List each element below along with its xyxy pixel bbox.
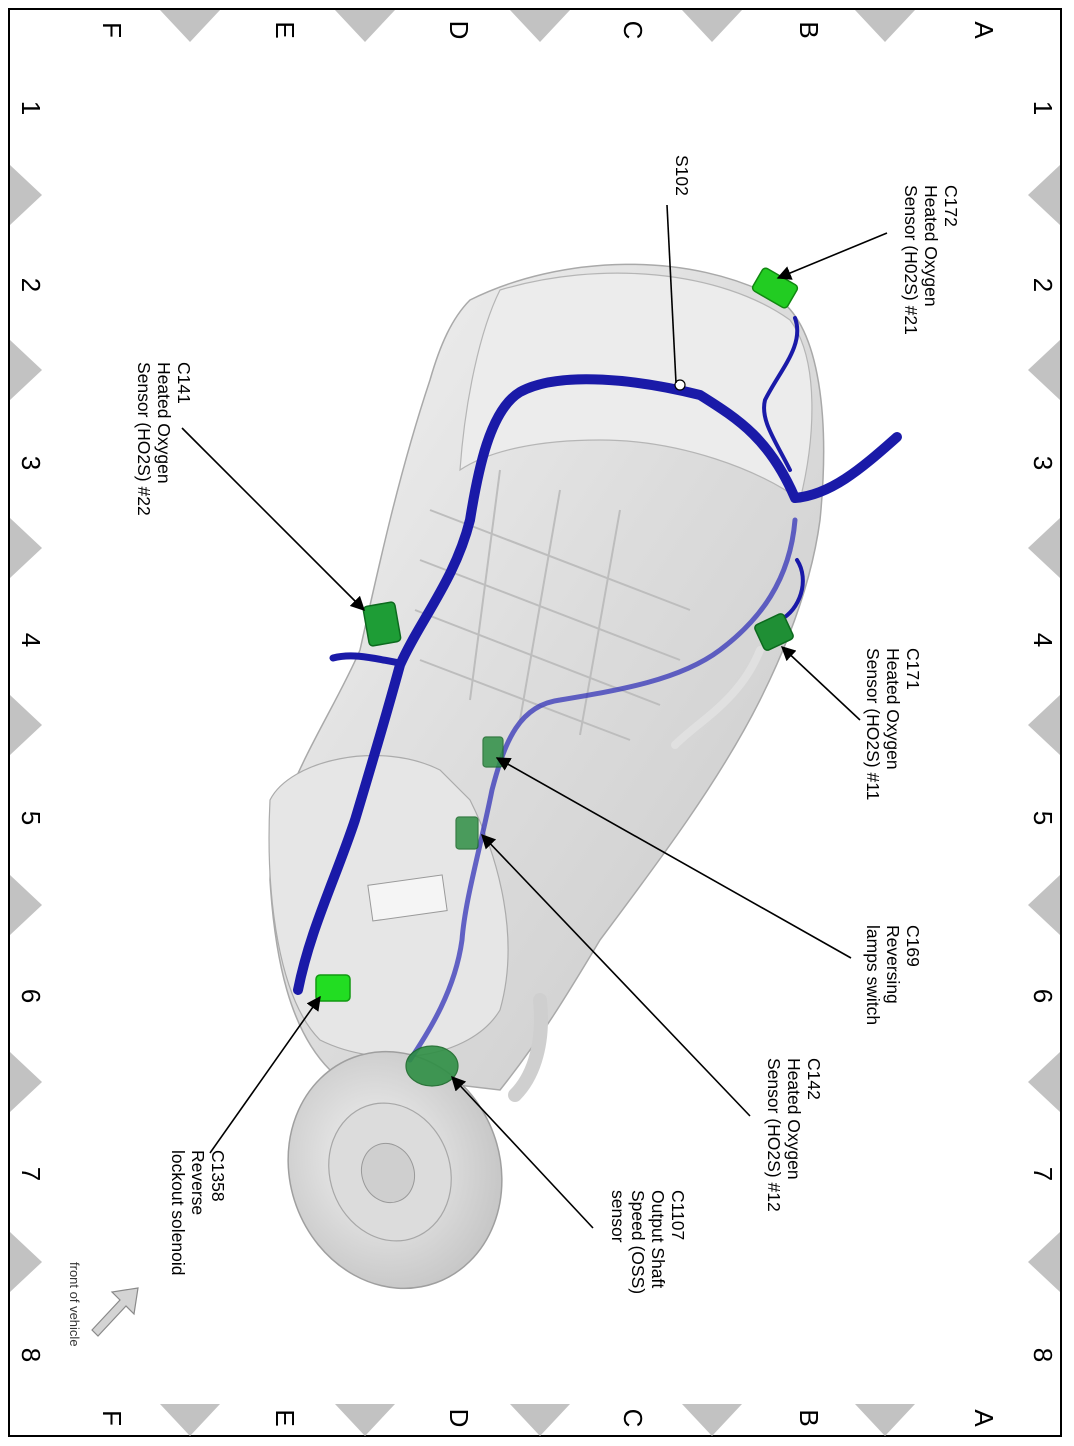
grid-letter: C xyxy=(618,21,648,40)
callout-c1107: C1107 Output Shaft Speed (OSS) sensor xyxy=(608,1190,688,1294)
callout-c141: C141 Heated Oxygen Sensor (HO2S) #22 xyxy=(134,362,194,516)
grid-number: 1 xyxy=(16,101,46,115)
c1358-line2: Reverse xyxy=(188,1150,208,1215)
s102-label: S102 xyxy=(672,155,692,196)
border-triangles xyxy=(10,10,1060,1436)
grid-letter: A xyxy=(969,1409,999,1427)
c1358-leader xyxy=(209,995,321,1154)
grid-letter: D xyxy=(444,1409,474,1428)
wiring-harness xyxy=(293,316,902,1063)
s102-leader xyxy=(666,204,677,384)
grid-number: 8 xyxy=(16,1348,46,1362)
c169-connector xyxy=(482,736,504,768)
grid-number: 7 xyxy=(1028,1167,1058,1181)
grid-letter: F xyxy=(97,22,127,38)
grid-letter: C xyxy=(618,1409,648,1428)
c171-connector xyxy=(754,613,794,651)
main-harness-trunk xyxy=(293,374,902,995)
c169-line2: Reversing xyxy=(883,925,903,1004)
grid-number: 2 xyxy=(16,278,46,292)
callout-c171: C171 Heated Oxygen Sensor (HO2S) #11 xyxy=(863,648,923,800)
c171-line1: C171 xyxy=(903,648,923,690)
grid-letter: E xyxy=(270,1409,300,1426)
c142-line1: C142 xyxy=(804,1058,824,1100)
harness-branch-c172 xyxy=(762,316,800,472)
flange-hub xyxy=(361,1142,415,1204)
c1107-line2: Output Shaft xyxy=(648,1190,668,1288)
c172-line1: C172 xyxy=(941,185,961,227)
grid-column-numbers-left: 1 2 3 4 5 6 7 8 xyxy=(16,101,46,1362)
id-plate xyxy=(367,874,448,922)
front-arrow-icon xyxy=(91,1287,139,1337)
c1358-line3: lockout solenoid xyxy=(168,1150,188,1276)
callout-c1358: C1358 Reverse lockout solenoid xyxy=(168,1150,228,1276)
grid-number: 6 xyxy=(1028,989,1058,1003)
grid-number: 3 xyxy=(16,456,46,470)
c142-connector xyxy=(455,816,479,850)
callout-c142: C142 Heated Oxygen Sensor (HO2S) #12 xyxy=(764,1058,824,1212)
grid-letter: F xyxy=(97,1410,127,1426)
c169-line1: C169 xyxy=(903,925,923,967)
c142-line3: Sensor (HO2S) #12 xyxy=(764,1058,784,1212)
c172-line2: Heated Oxygen xyxy=(921,185,941,307)
c171-line2: Heated Oxygen xyxy=(883,648,903,770)
grid-row-letters-top: A B C D E F xyxy=(97,21,999,40)
c141-line3: Sensor (HO2S) #22 xyxy=(134,362,154,516)
grid-number: 8 xyxy=(1028,1348,1058,1362)
grid-number: 3 xyxy=(1028,456,1058,470)
c1358-line1: C1358 xyxy=(208,1150,228,1202)
harness-rear-branch xyxy=(407,517,798,1063)
callout-c172: C172 Heated Oxygen Sensor (H02S) #21 xyxy=(901,185,961,335)
grid-letter: D xyxy=(444,21,474,40)
c142-line2: Heated Oxygen xyxy=(784,1058,804,1180)
grid-letter: B xyxy=(794,1409,824,1426)
grid-row-letters-bottom: A B C D E F xyxy=(97,1409,999,1428)
grid-number: 5 xyxy=(16,811,46,825)
c141-connector xyxy=(362,601,402,647)
drawing-frame xyxy=(8,8,1062,1437)
c172-line3: Sensor (H02S) #21 xyxy=(901,185,921,335)
c142-leader xyxy=(481,833,751,1117)
c1107-line3: Speed (OSS) xyxy=(628,1190,648,1294)
c169-line3: lamps switch xyxy=(863,925,883,1025)
callout-c169: C169 Reversing lamps switch xyxy=(863,925,923,1025)
grid-letter: B xyxy=(794,21,824,38)
c1107-line4: sensor xyxy=(608,1190,628,1243)
grid-column-numbers-right: 1 2 3 4 5 6 7 8 xyxy=(1028,101,1058,1362)
c1107-line1: C1107 xyxy=(668,1190,688,1240)
grid-number: 7 xyxy=(16,1167,46,1181)
c169-leader xyxy=(495,757,852,959)
c1107-connector xyxy=(405,1045,459,1087)
c171-line3: Sensor (HO2S) #11 xyxy=(863,648,883,800)
c1107-leader xyxy=(451,1075,594,1229)
c171-leader xyxy=(780,646,861,721)
grid-number: 6 xyxy=(16,989,46,1003)
c172-leader xyxy=(776,232,888,280)
c141-line1: C141 xyxy=(174,362,194,404)
connectors xyxy=(315,267,799,1087)
front-of-vehicle-label: front of vehicle xyxy=(67,1262,82,1347)
grid-number: 2 xyxy=(1028,278,1058,292)
grid-letter: A xyxy=(969,21,999,39)
grid-number: 1 xyxy=(1028,101,1058,115)
s102-splice xyxy=(674,379,686,391)
callout-s102: S102 xyxy=(672,155,692,196)
grid-letter: E xyxy=(270,21,300,38)
grid-number: 5 xyxy=(1028,811,1058,825)
harness-branch-c141 xyxy=(329,652,404,667)
grid-number: 4 xyxy=(1028,633,1058,647)
grid-number: 4 xyxy=(16,633,46,647)
c141-line2: Heated Oxygen xyxy=(154,362,174,484)
cooler-tube xyxy=(508,993,548,1102)
c1358-connector xyxy=(315,974,351,1002)
front-of-vehicle-indicator: front of vehicle xyxy=(67,1262,139,1347)
leader-lines xyxy=(181,204,888,1229)
c141-leader xyxy=(181,427,366,612)
grey-cable xyxy=(671,646,764,749)
